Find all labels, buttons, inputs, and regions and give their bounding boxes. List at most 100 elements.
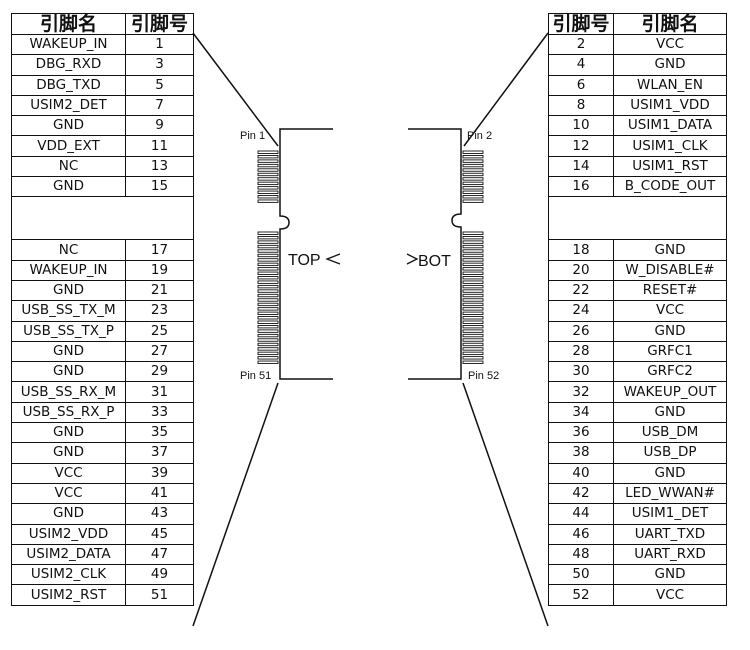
pin-number-cell: 25 [125, 320, 194, 342]
pin-name-cell: GND [613, 564, 727, 586]
contact-pad [257, 316, 279, 320]
pin-name-cell: USIM1_DATA [613, 115, 727, 137]
contact-pad [257, 351, 279, 356]
contact-pad [257, 199, 279, 203]
contact-pad [257, 360, 279, 364]
contact-pad [462, 284, 484, 289]
pin-number-cell: 19 [125, 259, 194, 281]
contact-pad [257, 186, 279, 190]
contact-pad [462, 289, 484, 293]
contact-pad [462, 298, 484, 302]
contact-pad [462, 258, 484, 262]
contact-pad [462, 325, 484, 329]
pin-name-cell: WLAN_EN [613, 74, 727, 96]
pin-number-cell: 40 [548, 462, 614, 484]
contact-pad [257, 168, 279, 172]
contact-pad [462, 249, 484, 253]
contact-pad [462, 307, 484, 311]
pin-name-cell: W_DISABLE# [613, 259, 727, 281]
contact-pad [462, 351, 484, 356]
leader-line-pin1 [192, 32, 279, 147]
contact-pad [257, 253, 279, 258]
contact-pad [462, 199, 484, 203]
connector-left-outline [279, 128, 333, 380]
contact-pad [462, 276, 484, 280]
contact-pad [257, 276, 279, 280]
pin-name-cell: GRFC1 [613, 340, 727, 363]
contact-pad [257, 177, 279, 181]
contact-pad [257, 320, 279, 324]
pin-name-cell: USIM1_VDD [613, 94, 727, 117]
pin-name-cell: WAKEUP_OUT [613, 381, 727, 403]
contact-pad [462, 271, 484, 275]
contact-pad [462, 150, 484, 154]
contact-pad [462, 244, 484, 249]
pin-name-cell: GND [11, 176, 126, 198]
contact-pad [462, 253, 484, 258]
pin-name-cell: VCC [11, 462, 126, 484]
bot-side-label: BOT [418, 253, 451, 270]
contact-pad [462, 347, 484, 351]
pin-number-cell: 17 [125, 239, 194, 261]
contact-pad [257, 325, 279, 329]
pin-number-cell: 15 [125, 176, 194, 198]
contact-pad [462, 231, 484, 235]
contact-pad [257, 307, 279, 311]
contact-pad [462, 360, 484, 364]
pin-name-cell: VCC [613, 584, 727, 606]
pin51-label: Pin 51 [240, 370, 271, 382]
key-gap-cell [11, 196, 194, 241]
contact-pad [257, 284, 279, 289]
contact-pad [462, 190, 484, 194]
pin-name-cell: LED_WWAN# [613, 482, 727, 505]
pin-number-cell: 35 [125, 422, 194, 444]
contact-pad [462, 338, 484, 342]
pin-name-cell: VDD_EXT [11, 135, 126, 157]
contact-pad [257, 311, 279, 315]
contact-pad [462, 316, 484, 320]
contact-pad [257, 249, 279, 253]
contact-pad [257, 240, 279, 244]
contact-pad [257, 172, 279, 177]
contact-pad [462, 181, 484, 186]
contact-pad [257, 271, 279, 275]
pin-name-cell: GND [11, 279, 126, 302]
contact-pad [462, 186, 484, 190]
pin-number-cell: 26 [548, 320, 614, 342]
pin-number-cell: 51 [125, 584, 194, 606]
contact-pad [462, 172, 484, 177]
contact-pad [462, 356, 484, 360]
key-gap-cell [548, 196, 727, 241]
pin-name-cell: VCC [11, 482, 126, 505]
contact-pad [462, 235, 484, 240]
leader-line-pin2 [463, 32, 549, 147]
contact-pad [257, 333, 279, 338]
pin-number-cell: 11 [125, 135, 194, 157]
pin-number-cell: 52 [548, 584, 614, 606]
pin-name-cell: GND [613, 320, 727, 342]
right-header-pin-name: 引脚名 [613, 13, 727, 35]
key-gap-row [548, 196, 727, 241]
pin-name-cell: USB_SS_TX_M [11, 300, 126, 322]
contact-pad [257, 150, 279, 154]
contact-pad [462, 262, 484, 267]
contact-pad [257, 231, 279, 235]
contact-pad [257, 262, 279, 267]
leader-lines [192, 32, 549, 627]
pin-number-cell: 16 [548, 176, 614, 198]
